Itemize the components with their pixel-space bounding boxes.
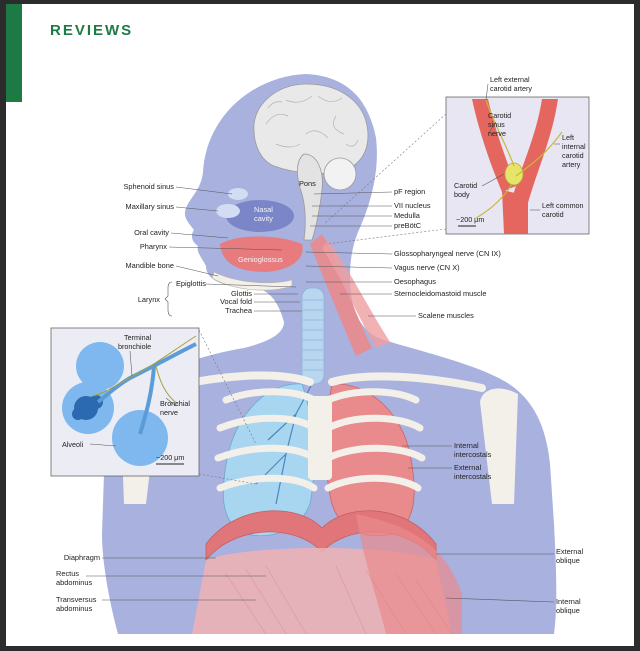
label-external-intercostals-2: intercostals [454,472,492,481]
alveoli-cluster [62,342,168,466]
label-vocal-fold: Vocal fold [220,297,252,306]
label-carotid-body-1: Carotid [454,181,477,190]
carotid-inset-connector [325,228,447,245]
label-left-common-carotid-2: carotid [542,210,564,219]
label-trachea: Trachea [225,306,253,315]
carotid-inset-connector [323,113,447,225]
larynx-bracket [164,281,173,317]
label-maxillary-sinus: Maxillary sinus [126,202,175,211]
label-carotid-sinus-nerve-2: sinus [488,120,505,129]
external-oblique-muscle [356,514,462,634]
label-carotid-sinus-nerve-3: nerve [488,129,506,138]
label-bronchial-nerve-2: nerve [160,408,178,417]
label-bronchial-nerve-1: Bronchial [160,399,190,408]
label-sphenoid-sinus: Sphenoid sinus [123,182,174,191]
label-external-oblique-1: External [556,547,583,556]
label-mandible-bone: Mandible bone [126,261,175,270]
humerus-left [480,388,518,504]
alveoli-inset-connector [198,329,257,445]
leader-lines-left [86,186,302,601]
ribs [214,388,426,492]
carotid-body [504,162,524,186]
label-carotid-body-2: body [454,190,470,199]
label-terminal-bronchiole-1: Terminal [124,333,152,342]
label-carotid-scale: ~200 μm [456,215,484,224]
label-nasal-cavity-2: cavity [254,214,273,223]
label-pons: Pons [299,179,316,188]
label-left-internal-carotid-2: internal [562,142,586,151]
alveoli-leader-lines [89,350,177,447]
label-scalene-muscles: Scalene muscles [418,311,474,320]
brain [253,83,369,174]
label-rectus-abdominus-1: Rectus [56,569,79,578]
label-genioglossus: Genioglossus [238,255,283,264]
bronchial-nerve [91,335,197,405]
trachea-rings [303,299,323,371]
label-nasal-cavity-1: Nasal [254,205,273,214]
left-external-carotid-artery [472,99,516,192]
label-internal-intercostals-2: intercostals [454,450,492,459]
trachea [301,287,325,385]
label-transversus-abdominus-2: abdominus [56,604,92,613]
label-left-common-carotid-1: Left common [542,201,584,210]
genioglossus [220,236,303,272]
label-medulla: Medulla [394,211,421,220]
label-left-internal-carotid-3: carotid [562,151,584,160]
brainstem [296,153,323,241]
label-vagus-nerve: Vagus nerve (CN X) [394,263,460,272]
cerebellum [323,157,357,191]
label-left-external-carotid-2: carotid artery [490,84,532,93]
label-larynx: Larynx [138,295,160,304]
body-silhouette [102,74,557,634]
label-sternocleidomastoid: Sternocleidomastoid muscle [394,289,486,298]
label-alveoli: Alveoli [62,440,84,449]
sternum [308,396,332,480]
leader-lines-right [305,191,555,603]
muscle-striations [225,565,453,635]
accent-bar-gap [22,4,28,102]
page: REVIEWS [6,4,634,646]
left-internal-carotid-artery [510,99,558,210]
label-pf-region: pF region [394,187,425,196]
label-transversus-abdominus-1: Transversus [56,595,97,604]
label-epiglottis: Epiglottis [176,279,206,288]
label-internal-oblique-2: oblique [556,606,580,615]
nasal-cavity [226,200,294,232]
label-external-oblique-2: oblique [556,556,580,565]
label-internal-intercostals-1: Internal [454,441,479,450]
sphenoid-sinus [228,188,248,200]
terminal-bronchiole [96,342,197,435]
label-internal-oblique-1: Internal [556,597,581,606]
label-prebotc: preBötC [394,221,422,230]
label-external-intercostals-1: External [454,463,481,472]
brain-folds [265,95,359,148]
label-left-internal-carotid-1: Left [562,133,574,142]
label-glottis: Glottis [231,289,252,298]
label-pharynx: Pharynx [140,242,167,251]
label-glossopharyngeal-nerve: Glossopharyngeal nerve (CN IX) [394,249,501,258]
label-oral-cavity: Oral cavity [134,228,169,237]
anatomy-diagram: Sphenoid sinus Maxillary sinus Oral cavi… [50,74,590,635]
carotid-leader-lines [481,83,560,211]
label-vii-nucleus: VII nucleus [394,201,431,210]
label-terminal-bronchiole-2: bronchiole [118,342,151,351]
sternocleidomastoid-muscle [310,234,372,356]
label-left-internal-carotid-4: artery [562,160,581,169]
alveoli-inset-connector [198,473,257,485]
label-carotid-sinus-nerve-1: Carotid [488,111,511,120]
left-common-carotid-artery [502,190,528,234]
carotid-sinus-nerve [475,99,563,219]
label-alveoli-scale: ~200 μm [156,453,184,462]
label-oesophagus: Oesophagus [394,277,436,286]
section-header: REVIEWS [50,22,134,39]
label-diaphragm: Diaphragm [64,553,100,562]
label-left-external-carotid-1: Left external [490,75,530,84]
label-rectus-abdominus-2: abdominus [56,578,92,587]
maxillary-sinus [216,204,240,218]
